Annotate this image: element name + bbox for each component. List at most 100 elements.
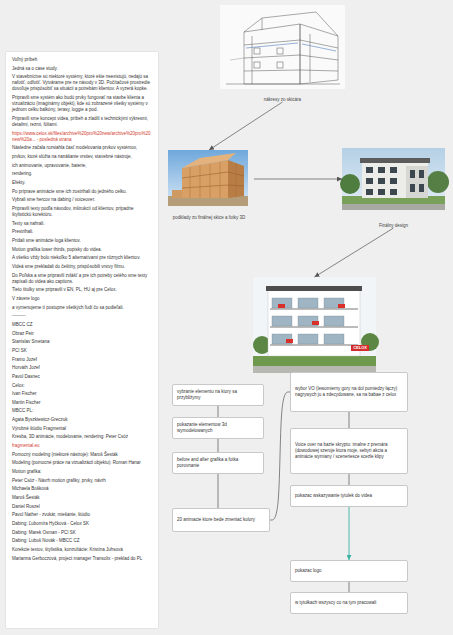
building-sketch-part	[244, 40, 338, 48]
final-render-part	[342, 196, 445, 210]
panel-paragraph: Texty sa nahrali.	[12, 221, 152, 227]
panel-paragraph: Kresba, 3D animácie, modelovanie, render…	[12, 434, 152, 440]
callout-render-part	[278, 304, 285, 308]
connector	[209, 102, 283, 150]
building-sketch-part	[246, 43, 298, 48]
figure-caption: Finálny design	[379, 223, 408, 228]
panel-paragraph: a vymenujeme tí postupne všetkých ľudí č…	[12, 305, 152, 311]
panel-paragraph: MBCC PL:	[12, 408, 152, 414]
building-sketch-part	[262, 18, 263, 30]
final-render-part	[378, 189, 385, 195]
panel-paragraph: Do Poľska a sme pripravili zvlášť a pre …	[12, 273, 152, 285]
step-box: pokazac wskazywanie tytulek do videa	[290, 485, 408, 507]
step-box: pokazanie elementow 3d wymodelowanych	[172, 417, 264, 439]
callout-render-part	[272, 298, 292, 308]
panel-paragraph: ich animovanie, upravovanie, baterie,	[12, 163, 152, 169]
final-render-part	[366, 178, 373, 184]
panel-paragraph: Martin Fischer	[12, 400, 152, 406]
render-figure: podklady zo finálnej skice a fotky 3D	[164, 150, 254, 220]
final-render-part	[390, 178, 397, 184]
building-sketch	[220, 5, 345, 89]
callout-render-part	[253, 277, 376, 373]
connector	[315, 228, 394, 277]
panel-paragraph: Po príprave animácie sme ich zostrihali …	[12, 189, 152, 195]
panel-paragraph: Agata Byszkiewicz-Greczuk	[12, 417, 152, 423]
callout-render-part	[298, 316, 318, 326]
panel-paragraph: Framo Jozef	[12, 357, 152, 363]
connector	[270, 392, 290, 520]
step-box: before and after grafika a fotka porovna…	[172, 452, 264, 474]
final-render-part	[366, 167, 373, 173]
step-box: 20 animacie ktore bede zmeniać kolory	[172, 508, 270, 532]
connector	[349, 412, 350, 428]
wood-render-part	[172, 190, 182, 198]
panel-paragraph: Prestrihali.	[12, 229, 152, 235]
panel-paragraph: ---------	[12, 313, 152, 319]
building-sketch-part	[254, 62, 260, 68]
building-sketch-part	[230, 58, 244, 60]
panel-paragraph: Pridali sme animácie loga klientov.	[12, 238, 152, 244]
final-render-part	[366, 189, 373, 195]
panel-paragraph: V stavebníctve sú niektoré systémy, ktor…	[12, 74, 152, 92]
connector	[218, 474, 219, 508]
panel-paragraph: Dabing: Luboš Novák - MBCC CZ	[12, 538, 152, 544]
panel-paragraph: Voľný príbeh	[12, 57, 152, 63]
building-sketch-part	[254, 48, 260, 54]
final-render-part	[366, 167, 424, 195]
callout-render-part	[266, 286, 362, 291]
panel-paragraph: MBCC CZ	[12, 322, 152, 328]
panel-paragraph: Videá sme prekladali do češtiny, prispôs…	[12, 264, 152, 270]
panel-paragraph: V závere logo	[12, 296, 152, 302]
panel-paragraph: Ivan Fischer	[12, 391, 152, 397]
panel-paragraph: Dabing: Ľubomíra Hyčková - Celox SK	[12, 521, 152, 527]
connector	[254, 179, 342, 180]
step-box: vybranie elementu na ktory sa przybliżym…	[172, 384, 264, 406]
final-render-part	[390, 167, 397, 173]
step-text: vybranie elementu na ktory sa przybliżym…	[177, 389, 259, 401]
sketch-figure: nákresy zo skicára	[220, 5, 345, 102]
callout-render-part	[298, 334, 318, 344]
callout-render-part	[298, 298, 318, 308]
final-render-part	[378, 167, 385, 173]
design-figure: Finálny design	[342, 148, 445, 228]
panel-paragraph: Peter Csöz - Návrh motion grafiky, prvky…	[12, 478, 152, 484]
callout-render-part	[278, 304, 345, 343]
callout-render-part	[338, 304, 345, 308]
final-render-part	[406, 166, 428, 198]
building-sketch-part	[220, 5, 345, 89]
connector	[349, 582, 350, 592]
callout-render-part	[324, 298, 344, 308]
building-sketch-part	[300, 24, 338, 84]
step-text: Voice over na bazie skryptu: tmalne z pr…	[295, 442, 403, 460]
building-sketch-part	[252, 36, 253, 84]
callout-render-part	[270, 309, 358, 345]
callout-render-part	[312, 321, 319, 325]
panel-paragraph: Motion grafika lower thirds, popisky do …	[12, 247, 152, 253]
panel-paragraph: Celox:	[12, 383, 152, 389]
callout-render-part	[253, 356, 376, 373]
panel-paragraph: Výrobné štúdio Fragmental	[12, 426, 152, 432]
final-render-part	[410, 170, 415, 178]
wood-render-part	[182, 153, 236, 168]
step-box: w tytułkach wszyscy co na tym pracowali	[290, 592, 408, 614]
callout-render-part	[268, 290, 360, 356]
step-text: before and after grafika a fotka porovna…	[177, 457, 259, 469]
panel-paragraph: Efekty.	[12, 180, 152, 186]
building-sketch-part	[244, 12, 338, 36]
final-render-part	[362, 162, 428, 198]
panel-paragraph: Vybrali sme hercov na dabing / voiceover…	[12, 197, 152, 203]
panel-paragraph: Motion grafika:	[12, 469, 152, 475]
panel-paragraph: prvkov, ktoré slúžia na nanášanie vrstie…	[12, 154, 152, 160]
step-box: pokazac logo	[290, 560, 408, 582]
panel-paragraph: Tieto titulky sme pripravili v EN, PL, H…	[12, 287, 152, 293]
figure-caption: CELOX	[351, 345, 369, 351]
step-text: pokazac logo	[295, 568, 322, 574]
panel-paragraph: https://www.celox.sk/files/archive%20pro…	[12, 131, 152, 143]
connector	[218, 406, 219, 417]
panel-paragraph: fragmental.eu	[12, 443, 152, 449]
final-render-part	[419, 170, 424, 178]
callout-render-part	[324, 334, 344, 344]
final-render-part	[360, 158, 430, 163]
building-sketch-part	[244, 70, 338, 71]
